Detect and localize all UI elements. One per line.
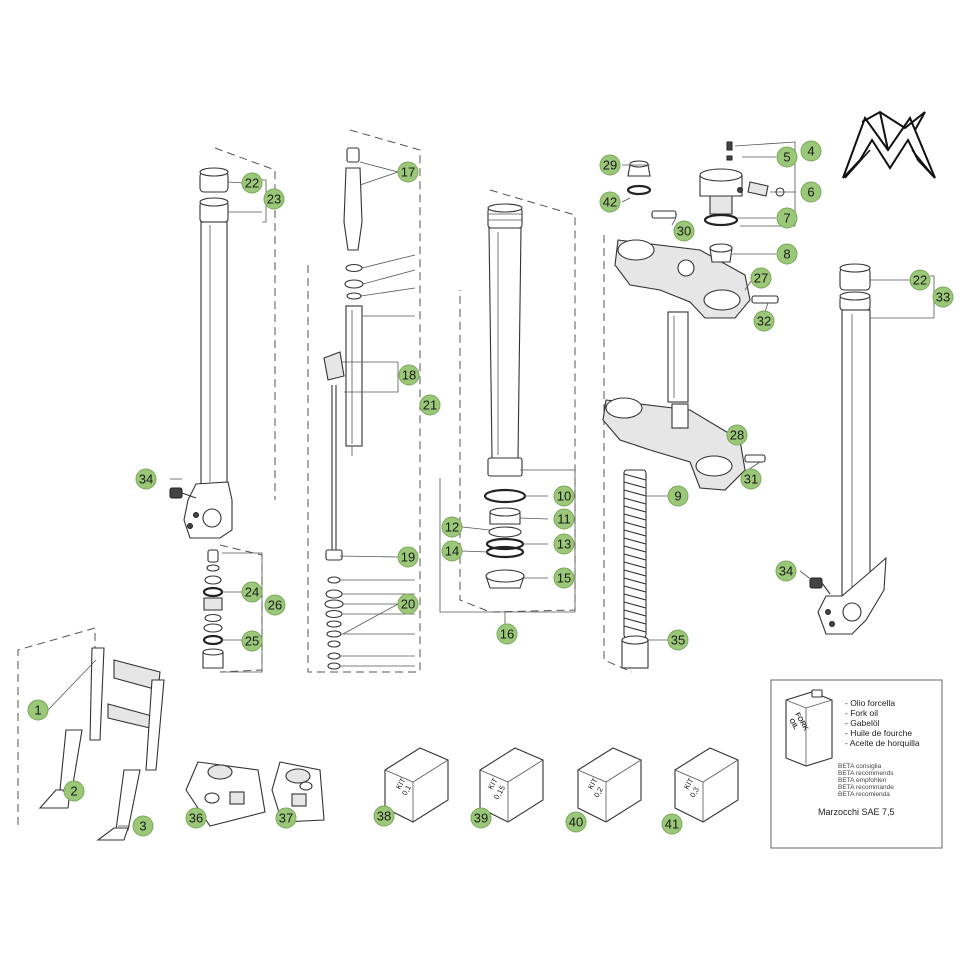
callout-1: 1	[34, 703, 41, 718]
outer-tube-left	[200, 221, 228, 485]
fork-oil-legend: FORK OIL - Olio forcella - Fork oil - Ga…	[770, 679, 943, 849]
callout-35: 35	[671, 633, 685, 648]
callout-16: 16	[500, 627, 514, 642]
left-hardware-stack	[202, 549, 224, 669]
callout-20: 20	[401, 597, 415, 612]
callout-14: 14	[445, 544, 459, 559]
cartridge-rod-17	[343, 167, 363, 251]
callout-24: 24	[245, 585, 259, 600]
callout-22-right: 22	[913, 273, 927, 288]
outer-tube-right	[841, 309, 871, 597]
callout-15: 15	[557, 571, 571, 586]
legend-name-0: - Olio forcella	[845, 698, 895, 708]
callout-6: 6	[807, 185, 814, 200]
callout-40: 40	[569, 815, 583, 830]
callout-29: 29	[603, 158, 617, 173]
callout-13: 13	[557, 537, 571, 552]
callout-27: 27	[754, 271, 768, 286]
callout-4: 4	[807, 144, 814, 159]
legend-name-2: - Gabelöl	[845, 718, 880, 728]
callout-leaders	[47, 156, 935, 827]
callout-31: 31	[744, 472, 758, 487]
legend-recommends-2: BETA empfohlen	[838, 777, 887, 784]
fork-spring	[621, 469, 649, 669]
left-outer-tube-group	[169, 147, 276, 673]
callout-37: 37	[279, 811, 293, 826]
marzocchi-m-logo	[842, 110, 936, 179]
inner-tube	[488, 227, 522, 459]
callout-11: 11	[557, 512, 571, 527]
axle-foot-right	[817, 556, 887, 635]
callout-19: 19	[401, 550, 415, 565]
callout-17: 17	[401, 165, 415, 180]
callout-5: 5	[783, 150, 790, 165]
bolt-34-left	[169, 487, 183, 499]
kit-box-41	[674, 747, 739, 823]
callout-41: 41	[665, 817, 679, 832]
legend-recommends-4: BETA recomienda	[838, 791, 890, 798]
callout-32: 32	[757, 314, 771, 329]
callout-30: 30	[677, 224, 691, 239]
callout-8: 8	[783, 247, 790, 262]
legend-recommends-1: BETA recommends	[838, 770, 894, 777]
fork-top-cap	[699, 141, 796, 263]
kit-box-40	[577, 747, 642, 823]
valve-kit-36	[185, 761, 266, 827]
fork-thumbnails	[17, 627, 165, 841]
legend-recommends-0: BETA consiglia	[838, 763, 882, 770]
legend-name-4: - Aceite de horquilla	[845, 738, 920, 748]
inner-tube-group	[459, 189, 576, 613]
callout-18: 18	[402, 368, 416, 383]
callout-10: 10	[557, 489, 571, 504]
legend-name-3: - Huile de fourche	[845, 728, 912, 738]
legend-product: Marzocchi SAE 7,5	[818, 807, 895, 817]
right-outer-tube-group	[809, 263, 887, 635]
callout-28: 28	[730, 428, 744, 443]
valve-kit-37	[271, 761, 325, 823]
callout-33: 33	[936, 290, 950, 305]
callout-21: 21	[423, 398, 437, 413]
callout-36: 36	[189, 811, 203, 826]
legend-name-1: - Fork oil	[845, 708, 878, 718]
cartridge-assembly	[307, 129, 421, 673]
callout-39: 39	[474, 811, 488, 826]
callout-42: 42	[603, 195, 617, 210]
callout-34-right: 34	[779, 564, 793, 579]
callout-25: 25	[245, 634, 259, 649]
callout-2: 2	[70, 784, 77, 799]
callout-9: 9	[674, 489, 681, 504]
legend-recommends-3: BETA recommande	[838, 784, 894, 791]
callout-12: 12	[445, 520, 459, 535]
callout-7: 7	[783, 211, 790, 226]
callout-26: 26	[268, 598, 282, 613]
callout-bubbles: 1 2 3 4 5 6 7 8 9 10 11 12 13 14 15 16 1…	[27, 140, 954, 837]
callout-3: 3	[139, 819, 146, 834]
callout-34-left: 34	[139, 472, 153, 487]
callout-23: 23	[267, 192, 281, 207]
callout-22-left: 22	[245, 176, 259, 191]
callout-38: 38	[377, 809, 391, 824]
